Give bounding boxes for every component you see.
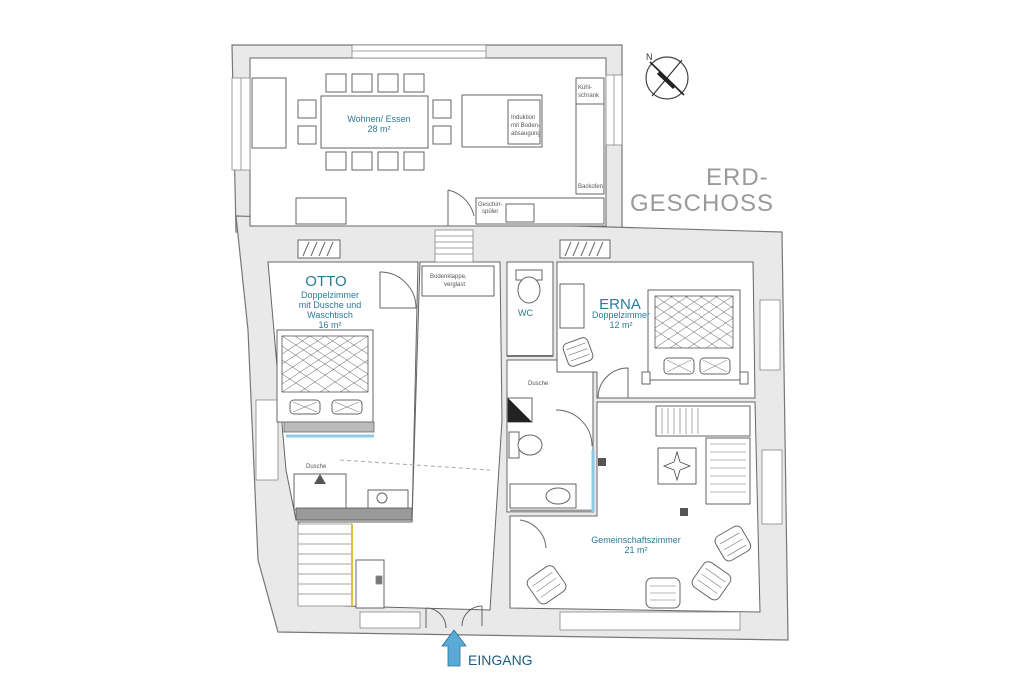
- erna-area: 12 m²: [609, 320, 632, 330]
- erna-line1: Doppelzimmer: [592, 310, 650, 320]
- bodenklappe-line1: Bodenklappe,: [430, 274, 467, 280]
- compass-north-label: N: [646, 52, 653, 62]
- otto-name: OTTO: [305, 273, 346, 290]
- entrance-arrow-icon: [441, 629, 467, 667]
- radiators: [297, 239, 611, 259]
- otto-line2: mit Dusche und: [299, 300, 362, 310]
- staircase: [297, 523, 385, 609]
- induktion-line3: absaugung: [511, 131, 541, 137]
- otto-furniture: [276, 271, 417, 521]
- entrance-label: EINGANG: [468, 652, 533, 668]
- wohnen-name: Wohnen/ Essen: [347, 114, 410, 124]
- bath-fixtures: [507, 269, 595, 513]
- wohnen-area: 28 m²: [367, 124, 390, 134]
- geschirrspueler-line2: spüler: [482, 209, 498, 215]
- otto-line3: Waschtisch: [307, 310, 353, 320]
- erna-furniture: [559, 283, 749, 399]
- floor-title-line1: ERD-: [706, 164, 769, 191]
- living-furniture: [251, 73, 605, 263]
- kuehlschrank-line1: Kühl-: [578, 85, 592, 91]
- wc-label: WC: [518, 308, 533, 318]
- windows: [231, 44, 783, 631]
- compass-rose-icon: [645, 56, 689, 100]
- common-room-furniture: [519, 405, 752, 609]
- otto-line1: Doppelzimmer: [301, 290, 359, 300]
- gemeinschaft-area: 21 m²: [624, 545, 647, 555]
- backofen-label: Backofen: [578, 184, 603, 190]
- otto-area: 16 m²: [318, 320, 341, 330]
- erna-name: ERNA: [599, 296, 641, 313]
- floor-title-line2: GESCHOSS: [630, 190, 774, 217]
- dusche-otto-label: Dusche: [306, 464, 327, 470]
- entrance-doors: [425, 605, 483, 629]
- gemeinschaft-name: Gemeinschaftszimmer: [591, 535, 681, 545]
- dusche-bad-label: Dusche: [528, 381, 549, 387]
- geschirrspueler-line1: Geschirr-: [478, 202, 503, 208]
- induktion-line2: mit Boden-: [511, 123, 540, 129]
- kuehlschrank-line2: schrank: [578, 93, 600, 99]
- induktion-line1: Induktion: [511, 115, 535, 121]
- bodenklappe-line2: verglast: [444, 282, 465, 288]
